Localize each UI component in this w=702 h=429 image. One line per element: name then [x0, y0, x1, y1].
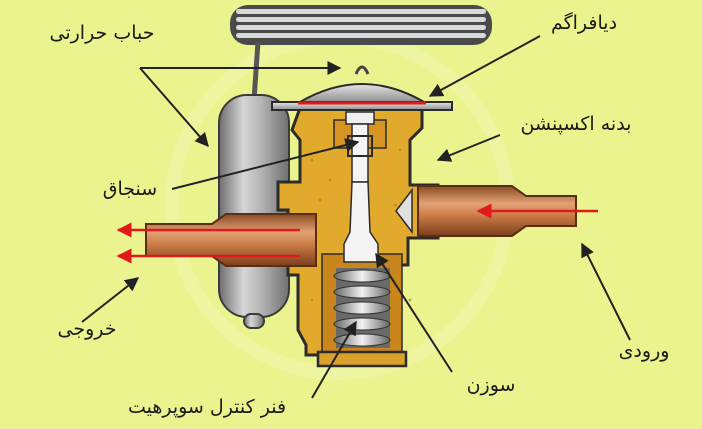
diaphragm-assembly [271, 65, 453, 111]
flow-arrows [116, 203, 598, 264]
label-diaphragm: دیافراگم [550, 12, 618, 34]
label-outlet: خروجی [57, 318, 117, 340]
superheat-spring [333, 268, 391, 348]
label-superheat-spring: فنر کنترل سوپرهیت [127, 396, 287, 418]
label-inlet: ورودی [618, 340, 670, 362]
capillary-tube [251, 41, 261, 101]
label-pin: سنجاق [102, 178, 158, 200]
label-expansion-body: بدنه اکسپنشن [520, 113, 632, 135]
label-needle: سوزن [466, 374, 516, 396]
pointer-lines [81, 35, 631, 399]
capillary-coil [230, 5, 492, 45]
label-thermal-bulb: حباب حرارتی [49, 22, 155, 44]
